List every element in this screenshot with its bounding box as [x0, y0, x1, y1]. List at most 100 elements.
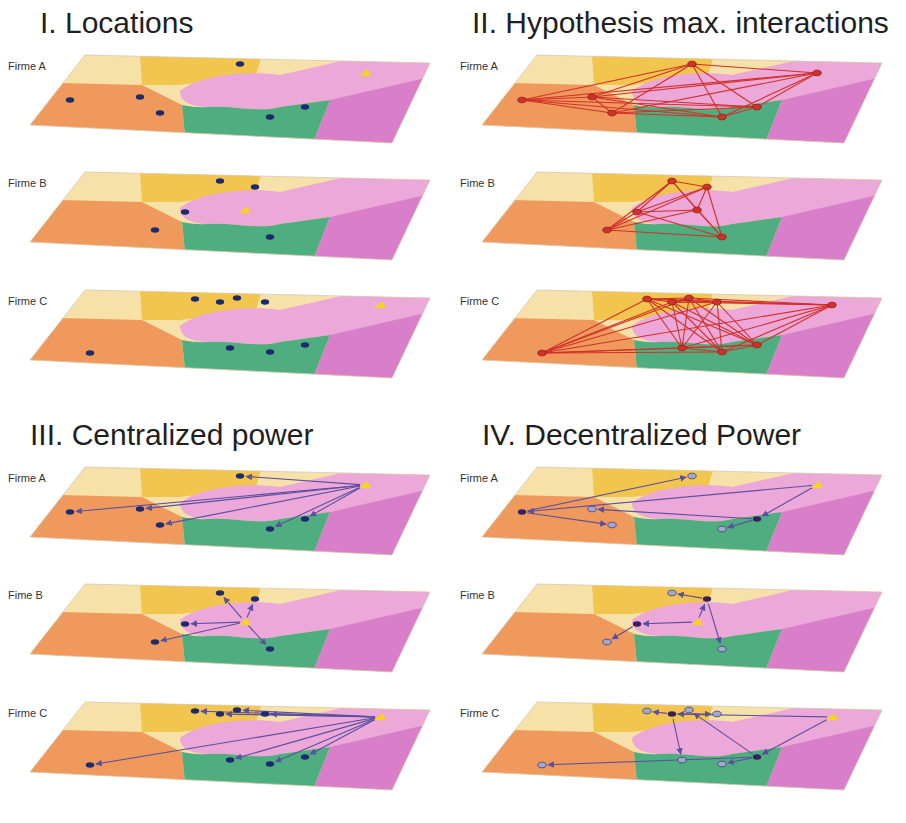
- power-arrow: [708, 604, 720, 643]
- network-marks: [66, 61, 838, 768]
- location-dot: [633, 209, 641, 215]
- power-arrow: [310, 487, 360, 516]
- firm-label: Fime B: [460, 589, 495, 602]
- location-dot: [703, 596, 711, 602]
- panel-title: I. Locations: [40, 6, 193, 40]
- panel-title: III. Centralized power: [30, 418, 313, 452]
- location-dot: [518, 509, 526, 515]
- firm-plane: [482, 584, 882, 674]
- firm-label: Firme A: [8, 60, 46, 73]
- firm-plane: [30, 290, 430, 380]
- firm-label: Fime B: [460, 177, 495, 190]
- interaction-line: [722, 73, 817, 117]
- power-arrow: [527, 513, 606, 524]
- interaction-line: [689, 298, 757, 345]
- power-arrow: [762, 487, 812, 516]
- interaction-line: [672, 181, 722, 237]
- power-arrow: [673, 719, 681, 754]
- interaction-line: [637, 212, 722, 237]
- power-arrow: [762, 719, 827, 754]
- location-dot: [688, 473, 696, 479]
- location-dot: [301, 342, 309, 348]
- power-arrow: [243, 710, 375, 716]
- firm-label: Firme C: [460, 707, 499, 720]
- interaction-line: [607, 210, 697, 230]
- location-dot: [66, 97, 74, 103]
- interaction-line: [757, 73, 817, 107]
- firm-plane: [30, 467, 430, 557]
- location-dot: [251, 596, 259, 602]
- power-arrow: [236, 718, 375, 758]
- firm-plane: [30, 172, 430, 262]
- power-arrow: [161, 623, 240, 641]
- interaction-line: [682, 348, 722, 352]
- interaction-line: [757, 305, 832, 345]
- location-dot: [718, 526, 726, 532]
- location-dot: [301, 516, 309, 522]
- firm-label: Firme C: [460, 295, 499, 308]
- power-arrow: [310, 719, 375, 754]
- location-dot: [633, 621, 641, 627]
- location-dot: [66, 509, 74, 515]
- location-dot: [266, 526, 274, 532]
- headquarters-triangle: [691, 618, 703, 625]
- location-dot: [828, 302, 836, 308]
- firm-label: Firme C: [8, 707, 47, 720]
- location-dot: [236, 473, 244, 479]
- location-dot: [668, 299, 676, 305]
- firm-label: Firme A: [460, 60, 498, 73]
- location-dot: [685, 707, 693, 713]
- location-dot: [588, 94, 596, 100]
- location-dot: [191, 708, 199, 714]
- location-dot: [233, 295, 241, 301]
- firm-plane: [482, 55, 882, 145]
- interaction-line: [607, 187, 707, 230]
- interaction-line: [607, 212, 637, 230]
- location-dot: [156, 522, 164, 528]
- headquarters-triangle: [826, 713, 838, 720]
- power-arrow: [96, 718, 375, 764]
- location-dot: [86, 350, 94, 356]
- location-dot: [266, 114, 274, 120]
- location-dot: [753, 342, 761, 348]
- interaction-line: [522, 73, 817, 100]
- power-arrow: [728, 758, 752, 763]
- location-dot: [538, 762, 546, 768]
- location-dot: [518, 97, 526, 103]
- location-dot: [266, 349, 274, 355]
- location-dot: [753, 104, 761, 110]
- location-dot: [191, 296, 199, 302]
- power-arrow: [677, 713, 711, 714]
- firm-plane: [30, 584, 430, 674]
- location-dot: [151, 227, 159, 233]
- location-dot: [643, 708, 651, 714]
- interaction-line: [592, 97, 722, 117]
- location-dot: [685, 295, 693, 301]
- power-arrow: [276, 719, 376, 762]
- panel-title: II. Hypothesis max. interactions: [472, 6, 889, 40]
- power-arrow: [678, 714, 827, 717]
- power-arrow: [728, 520, 752, 527]
- firm-label: Firme B: [8, 177, 47, 190]
- location-dot: [216, 178, 224, 184]
- location-dot: [713, 711, 721, 717]
- headquarters-triangle: [811, 481, 823, 488]
- interaction-line: [542, 305, 832, 353]
- headquarters-triangle: [239, 206, 251, 213]
- location-dot: [588, 506, 596, 512]
- location-dot: [603, 227, 611, 233]
- location-dot: [266, 234, 274, 240]
- interaction-line: [612, 107, 757, 113]
- power-arrow: [527, 477, 686, 511]
- power-arrow: [678, 594, 702, 598]
- location-dot: [261, 711, 269, 717]
- power-arrow: [612, 627, 633, 639]
- headquarters-triangle: [359, 481, 371, 488]
- interaction-line: [592, 73, 817, 97]
- location-dot: [301, 104, 309, 110]
- power-arrow: [271, 714, 375, 717]
- location-dot: [151, 639, 159, 645]
- location-dot: [718, 234, 726, 240]
- power-arrow: [247, 605, 253, 618]
- power-arrow: [653, 712, 667, 714]
